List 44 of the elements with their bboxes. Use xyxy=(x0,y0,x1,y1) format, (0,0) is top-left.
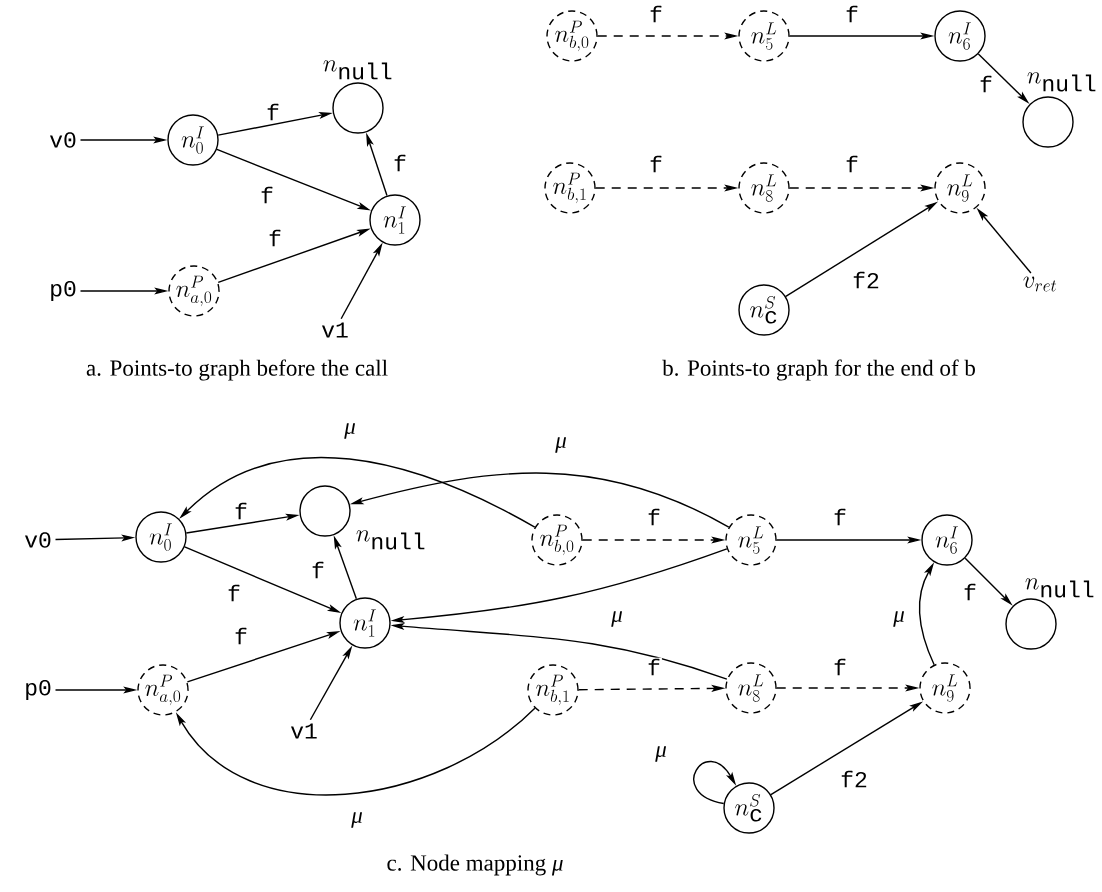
edge-label: f xyxy=(267,228,283,248)
caption: b. Points-to graph for the end of b xyxy=(662,359,975,381)
edge-label: f2 xyxy=(839,769,869,789)
edge-label: μ xyxy=(654,745,668,763)
variable-name: $v_{ret}$ xyxy=(1023,276,1057,292)
edge-label: μ xyxy=(343,422,357,440)
node-label: $n_{\texttt{null}}$ xyxy=(1025,578,1094,598)
edge-label: μ xyxy=(554,436,568,454)
edge-label: f xyxy=(844,4,860,24)
caption: a. Points-to graph before the call xyxy=(86,359,388,381)
node-label: $n_{\texttt{null}}$ xyxy=(356,530,425,550)
edge-label: f xyxy=(646,657,662,677)
edge-label: f xyxy=(392,153,408,173)
variable-name: v1 xyxy=(321,322,348,338)
edge-label: f xyxy=(310,560,326,580)
node-label: $n_{\texttt{null}}$ xyxy=(1027,72,1096,92)
null-node: $n_{\texttt{null}}$ xyxy=(1022,72,1096,148)
edge-label: f xyxy=(962,582,978,602)
variable-name: v1 xyxy=(290,723,317,739)
null-node: $n_{\texttt{null}}$ xyxy=(1005,578,1094,650)
edge-label: f xyxy=(844,154,860,174)
node-label: $n_{\texttt{null}}$ xyxy=(323,60,392,80)
edge-label: f xyxy=(233,626,249,646)
null-node: $n_{\texttt{null}}$ xyxy=(323,60,392,134)
caption: c. Node mapping μ xyxy=(387,854,563,876)
edge-label: f xyxy=(978,74,994,94)
edge-label: f xyxy=(226,583,242,603)
variable-name: v0 xyxy=(24,532,51,548)
edge-label: f xyxy=(648,154,664,174)
edge-label: μ xyxy=(610,610,624,628)
variable-name: p0 xyxy=(51,280,76,302)
edge-label: f xyxy=(832,657,848,677)
variable-name: v0 xyxy=(49,132,76,148)
edge-label: f xyxy=(646,507,662,527)
edge-label: μ xyxy=(892,610,906,628)
edge-label: f2 xyxy=(851,270,881,290)
edge-label: f xyxy=(648,4,664,24)
edge-label: f xyxy=(259,185,275,205)
edge-label: f xyxy=(832,507,848,527)
edge-label: μ xyxy=(350,811,364,829)
edge-label: f xyxy=(265,102,281,122)
edge-label: f xyxy=(233,501,249,521)
variable-name: p0 xyxy=(26,679,51,701)
null-node: $n_{\texttt{null}}$ xyxy=(299,485,425,550)
